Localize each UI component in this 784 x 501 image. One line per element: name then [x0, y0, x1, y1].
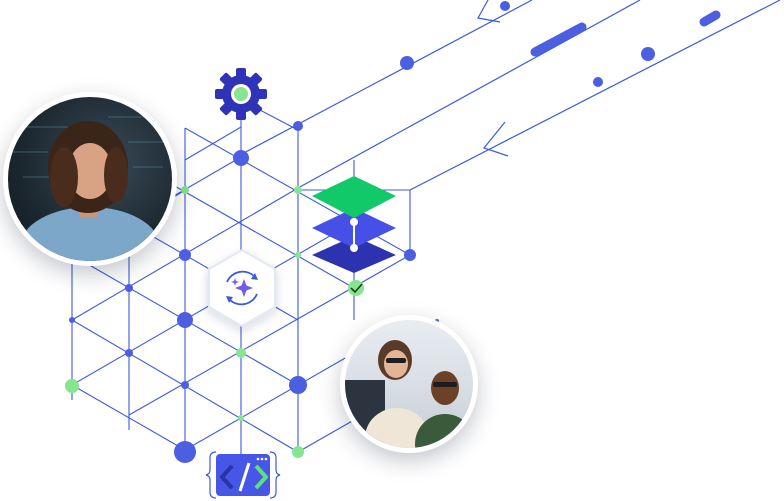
- lattice-node: [236, 348, 246, 358]
- woman-portrait-photo: [3, 92, 177, 266]
- ray-dash: [699, 10, 721, 27]
- layers-stack-icon: [312, 176, 396, 273]
- ray-node: [500, 1, 510, 11]
- lattice-node: [69, 317, 75, 323]
- ray-node: [400, 56, 414, 70]
- lattice-node: [125, 284, 133, 292]
- lattice-node: [65, 379, 79, 393]
- gear-icon: [215, 68, 267, 120]
- team-working-photo: [340, 315, 478, 453]
- sparkle-refresh-icon: [208, 248, 276, 328]
- lattice-node: [181, 381, 189, 389]
- lattice-node: [177, 312, 193, 328]
- ray-dash: [530, 22, 587, 57]
- lattice-node: [233, 150, 249, 166]
- lattice-node: [289, 376, 307, 394]
- lattice-node: [292, 446, 304, 458]
- lattice-node: [179, 249, 191, 261]
- lattice-node: [294, 186, 302, 194]
- code-window-icon: [205, 451, 281, 499]
- diagonal-rays: [239, 0, 781, 191]
- lattice-nodes: [65, 150, 416, 463]
- ray-node: [593, 77, 603, 87]
- lattice-node: [404, 249, 416, 261]
- lattice-node: [174, 441, 196, 463]
- lattice-node: [181, 186, 189, 194]
- lattice-node: [295, 252, 301, 258]
- lattice-node: [125, 349, 133, 357]
- ray-nodes: [293, 1, 721, 131]
- lattice-node: [238, 415, 244, 421]
- check-icon: [348, 280, 364, 296]
- ray-node: [641, 47, 655, 61]
